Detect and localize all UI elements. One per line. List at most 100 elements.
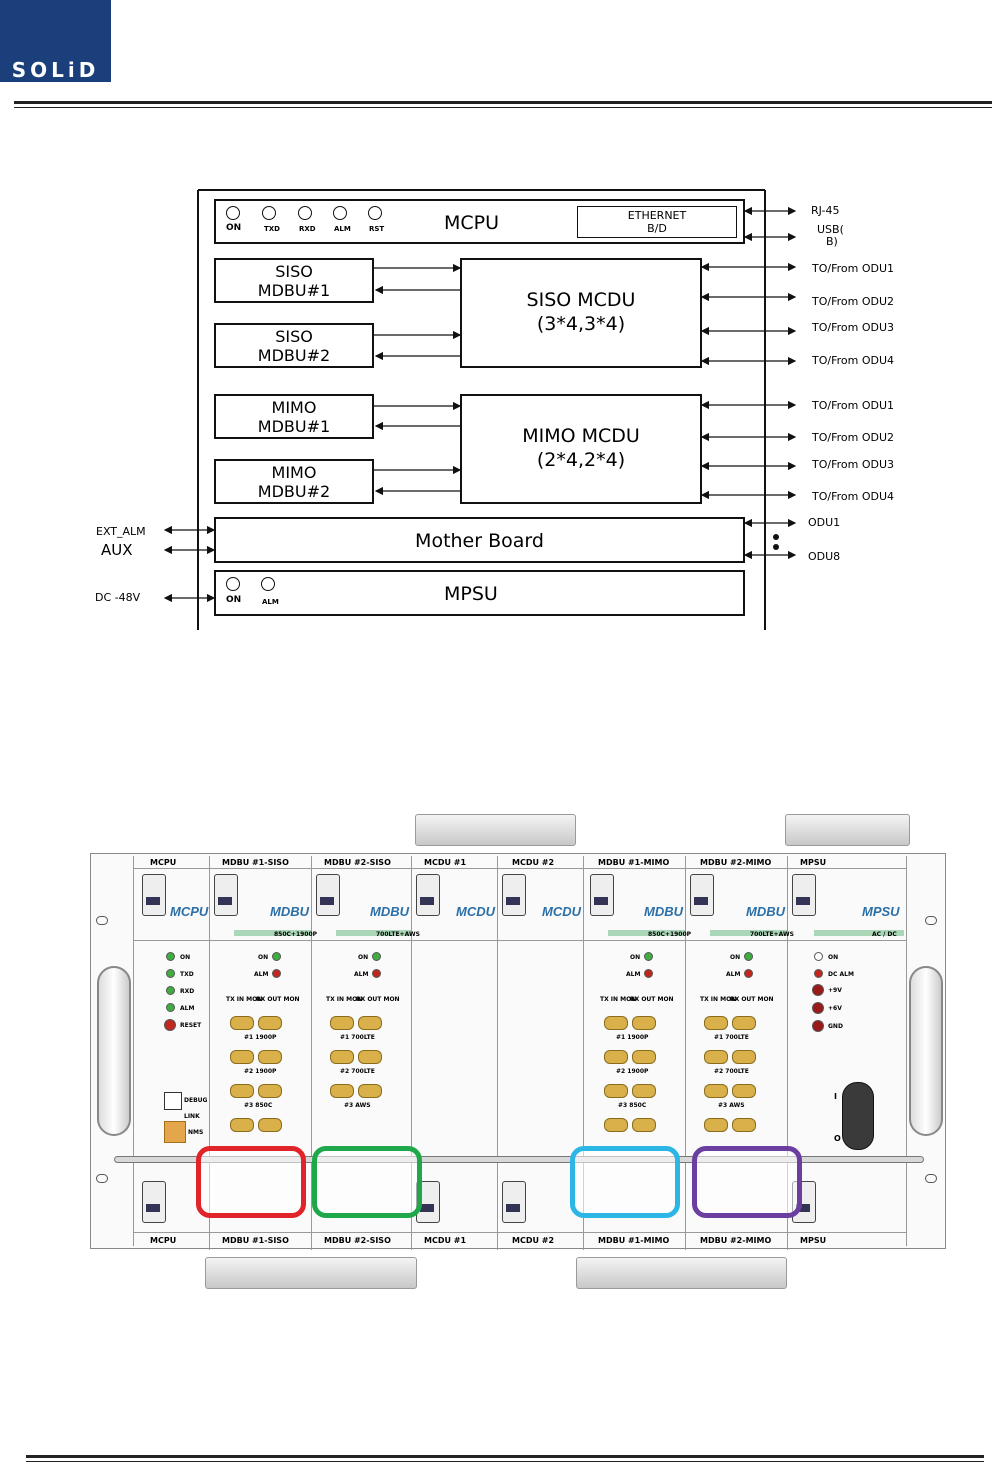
ejector-handle[interactable]: [502, 874, 526, 916]
bd-label: B/D: [647, 222, 667, 235]
mimo-mcdu-config: (2*4,2*4): [536, 449, 626, 471]
sma-port[interactable]: [330, 1050, 354, 1064]
power-switch-off-label: O: [834, 1134, 841, 1143]
sma-port[interactable]: [704, 1084, 728, 1098]
sma-port[interactable]: [732, 1016, 756, 1030]
module-subtitle: 850C+1900P: [274, 931, 318, 938]
mcpu-led-label: RXD: [180, 988, 195, 995]
port-header: RX OUT MON: [730, 996, 774, 1003]
mimo-odu-label: TO/From ODU1: [812, 399, 895, 412]
mpsu-test-point: [812, 1020, 824, 1032]
sma-port[interactable]: [704, 1050, 728, 1064]
siso-mdbu1-line1: SISO: [275, 262, 313, 281]
siso-mcdu-config: (3*4,3*4): [536, 313, 626, 335]
mimo-mdbu1-line2: MDBU#1: [257, 417, 331, 436]
sma-port[interactable]: [258, 1050, 282, 1064]
nms-port[interactable]: [164, 1121, 186, 1143]
sma-port[interactable]: [704, 1016, 728, 1030]
slot-divider: [686, 856, 788, 1250]
sma-port[interactable]: [604, 1016, 628, 1030]
sma-port[interactable]: [632, 1084, 656, 1098]
module-subtitle: 850C+1900P: [648, 931, 692, 938]
cable-bar: [114, 1156, 924, 1163]
module-subtitle: 700LTE+AWS: [750, 931, 794, 938]
mcpu-led-label: RESET: [180, 1022, 202, 1029]
mcpu-led-rxd: [166, 986, 175, 995]
sma-port[interactable]: [632, 1118, 656, 1132]
sma-port[interactable]: [330, 1016, 354, 1030]
highlight-ring-purple: [692, 1146, 802, 1218]
ejector-handle[interactable]: [142, 1181, 166, 1223]
siso-mcdu-block: SISO MCDU (3*4,3*4): [460, 258, 702, 368]
ejector-handle[interactable]: [142, 874, 166, 916]
mcpu-led-on: [166, 952, 175, 961]
ejector-handle[interactable]: [214, 874, 238, 916]
top-slot-label: MPSU: [800, 858, 827, 867]
bottom-slot-label: MCDU #1: [424, 1236, 467, 1245]
mdbu-led-label: ALM: [626, 971, 641, 978]
sma-port[interactable]: [632, 1050, 656, 1064]
sma-port[interactable]: [230, 1084, 254, 1098]
sma-port[interactable]: [230, 1050, 254, 1064]
mpsu-led-label: ON: [226, 595, 242, 605]
siso-odu-label: TO/From ODU1: [812, 262, 895, 275]
slot-divider: [584, 856, 686, 1250]
ejector-handle[interactable]: [792, 874, 816, 916]
sma-port[interactable]: [358, 1084, 382, 1098]
port-header: RX OUT MON: [356, 996, 400, 1003]
sma-port[interactable]: [704, 1118, 728, 1132]
mcpu-led-rxd: [298, 206, 312, 220]
mdbu-led-on: [372, 952, 381, 961]
sma-port[interactable]: [732, 1084, 756, 1098]
bottom-slot-label: MPSU: [800, 1236, 827, 1245]
sma-port[interactable]: [604, 1118, 628, 1132]
mdbu-led-on: [744, 952, 753, 961]
sma-port[interactable]: [230, 1118, 254, 1132]
highlight-ring-red: [196, 1146, 306, 1218]
ejector-handle[interactable]: [502, 1181, 526, 1223]
sma-port[interactable]: [258, 1084, 282, 1098]
module-band: [608, 930, 685, 936]
mdbu-led-label: ALM: [726, 971, 741, 978]
sma-port[interactable]: [258, 1016, 282, 1030]
ejector-handle[interactable]: [416, 874, 440, 916]
siso-mdbu2-line1: SISO: [275, 327, 313, 346]
sma-port[interactable]: [358, 1016, 382, 1030]
debug-port[interactable]: [164, 1092, 182, 1110]
sma-port[interactable]: [358, 1050, 382, 1064]
ejector-handle[interactable]: [690, 874, 714, 916]
mpsu-block: MPSU ON ALM: [214, 570, 745, 616]
sma-port[interactable]: [732, 1050, 756, 1064]
slot-divider: [312, 856, 412, 1250]
sma-port[interactable]: [330, 1084, 354, 1098]
diagram-lines: [163, 189, 797, 630]
mpsu-led-label: GND: [828, 1023, 843, 1030]
mimo-odu-label: TO/From ODU3: [812, 458, 895, 471]
mimo-odu-label: TO/From ODU2: [812, 431, 895, 444]
mother-board-block: Mother Board: [214, 517, 745, 563]
mpsu-test-point: [812, 984, 824, 996]
sma-port[interactable]: [230, 1016, 254, 1030]
sma-port[interactable]: [632, 1016, 656, 1030]
mdbu-led-alm: [744, 969, 753, 978]
port-header: TX IN MON: [600, 996, 637, 1003]
sma-port[interactable]: [732, 1118, 756, 1132]
block-diagram: MCPU ETHERNET B/D ON TXD RXD ALM RST SIS…: [0, 180, 994, 640]
siso-mdbu2-line2: MDBU#2: [257, 346, 331, 365]
port-header: TX IN MON: [226, 996, 263, 1003]
ejector-handle[interactable]: [590, 874, 614, 916]
mcpu-led-rst: [368, 206, 382, 220]
mimo-mdbu2-line1: MIMO: [271, 463, 317, 482]
reset-button[interactable]: [164, 1019, 176, 1031]
port-header: TX IN MON: [700, 996, 737, 1003]
sma-port[interactable]: [604, 1050, 628, 1064]
mcpu-led-on: [226, 206, 240, 220]
sma-port[interactable]: [258, 1118, 282, 1132]
power-switch[interactable]: [842, 1082, 874, 1150]
bottom-slot-label: MCPU: [150, 1236, 177, 1245]
sma-port[interactable]: [604, 1084, 628, 1098]
port-header: RX OUT MON: [630, 996, 674, 1003]
ejector-handle[interactable]: [316, 874, 340, 916]
mcpu-led-txd: [262, 206, 276, 220]
mdbu-led-label: ALM: [254, 971, 269, 978]
